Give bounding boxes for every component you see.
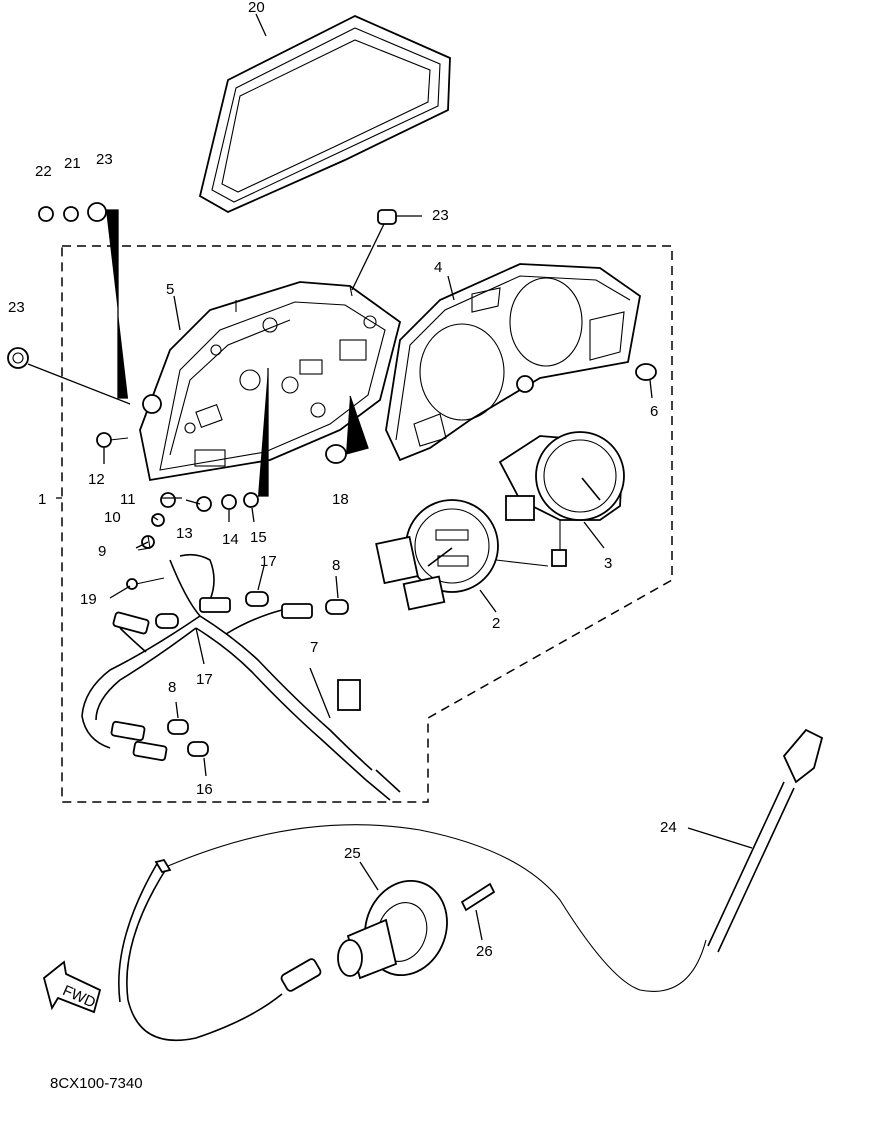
callout-22: 22: [35, 163, 52, 180]
callout-16: 16: [196, 781, 213, 798]
callout-20: 20: [248, 0, 265, 16]
callout-17-top: 17: [260, 553, 277, 570]
callout-8-top: 8: [332, 557, 340, 574]
callout-8-bottom: 8: [168, 679, 176, 696]
callout-13: 13: [176, 525, 193, 542]
callout-labels: 20 22 21 23 23 23 5 4 6 12 1 11 10 18 13…: [8, 0, 677, 960]
callout-23-left: 23: [8, 299, 25, 316]
callout-3: 3: [604, 555, 612, 572]
callout-6: 6: [650, 403, 658, 420]
callout-2: 2: [492, 615, 500, 632]
callout-23-top: 23: [96, 151, 113, 168]
callout-7: 7: [310, 639, 318, 656]
callout-17-bottom: 17: [196, 671, 213, 688]
tachometer-part-3: [498, 431, 625, 567]
lens-gasket-part-20: [198, 15, 451, 214]
fwd-arrow: FWD: [42, 960, 102, 1014]
small-hardware: [7, 202, 422, 590]
callout-5: 5: [166, 281, 174, 298]
callout-23-right: 23: [432, 207, 449, 224]
speedo-cable-part-24: [118, 728, 824, 1042]
callout-14: 14: [222, 531, 239, 548]
callout-18: 18: [332, 491, 349, 508]
wire-harness-part-7: [81, 553, 401, 801]
callout-1: 1: [38, 491, 46, 508]
callout-24: 24: [660, 819, 677, 836]
callout-9: 9: [98, 543, 106, 560]
callout-25: 25: [344, 845, 361, 862]
upper-case-part-4: [385, 263, 641, 462]
callout-15: 15: [250, 529, 267, 546]
callout-4: 4: [434, 259, 442, 276]
callout-19: 19: [80, 591, 97, 608]
catalog-code: 8CX100-7340: [50, 1075, 143, 1092]
pin-part-26: [460, 882, 496, 941]
drive-gear-part-25: [337, 861, 448, 980]
callout-26: 26: [476, 943, 493, 960]
bulbs: [155, 565, 349, 777]
rubber-cap-part-6: [635, 363, 657, 399]
callout-21: 21: [64, 155, 81, 172]
speedometer-part-2: [375, 499, 549, 613]
callout-10: 10: [104, 509, 121, 526]
lower-case-part-5: [139, 281, 402, 482]
callout-11: 11: [120, 491, 136, 508]
callout-12: 12: [88, 471, 105, 488]
